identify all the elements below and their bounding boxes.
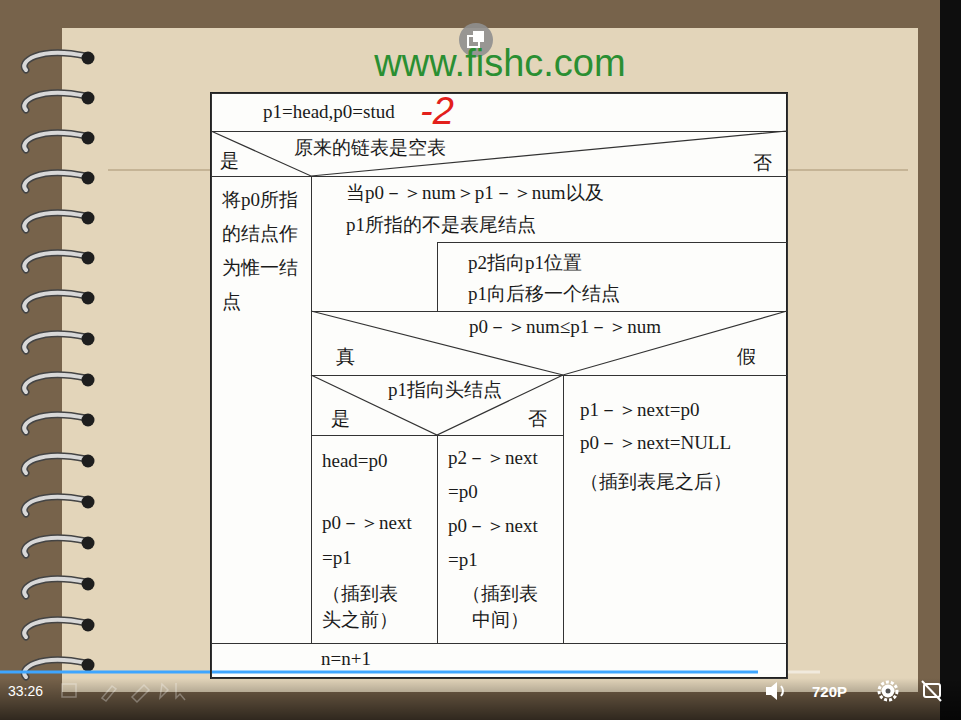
statement-text: n=n+1 (321, 648, 371, 671)
branch-label: 真 (336, 346, 355, 369)
black-edge (940, 0, 961, 720)
branch-label: 是 (331, 408, 350, 431)
statement-text: （插到表尾之后） (580, 471, 732, 494)
decision-box: p0－＞num≤p1－＞num 真 假 (311, 311, 788, 376)
statement-text: p1=head,p0=stud (263, 101, 395, 124)
decision-diagonal (311, 311, 787, 375)
statement-text: head=p0 (322, 450, 388, 473)
site-watermark: www.fishc.com (374, 44, 625, 82)
process-box: p2指向p1位置 p1向后移一个结点 (437, 242, 788, 312)
controls-shade (0, 678, 961, 720)
drawing-tools (62, 683, 185, 702)
volume-icon (766, 682, 783, 700)
handwritten-note: -2 (420, 92, 454, 130)
statement-text: p0－＞next=NULL (580, 432, 731, 455)
statement-text: p1－＞next=p0 (580, 399, 699, 422)
subtitle-off-icon (922, 681, 941, 701)
statement-text: p0－＞next =p1 (322, 505, 422, 575)
statement-text: （插到表中间） (460, 581, 540, 633)
condition-text: p0－＞num≤p1－＞num (469, 316, 661, 339)
branch-label: 是 (220, 150, 239, 173)
chart-ground (211, 93, 787, 678)
time-stamp: 33:26 (8, 684, 43, 698)
process-box: 将p0所指的结点作为惟一结点 (211, 176, 312, 644)
condition-text: p1指向头结点 (388, 379, 502, 402)
process-box: p1=head,p0=stud (211, 93, 788, 132)
progress-buffer (758, 671, 820, 674)
loop-box: 当p0－＞num＞p1－＞num以及 p1所指的不是表尾结点p2指向p1位置 p… (311, 176, 788, 312)
spiral-binding (24, 52, 94, 678)
statement-text: p2－＞next =p0 (448, 441, 548, 509)
process-box: n=n+1 (211, 643, 788, 679)
condition-text: 原来的链表是空表 (294, 137, 446, 160)
statement-text: p0－＞next =p1 (448, 509, 548, 577)
process-box: head=p0 p0－＞next =p1 （插到表头之前） (311, 435, 438, 644)
quality-label: 720P (812, 684, 847, 699)
process-box: p1－＞next=p0 p0－＞next=NULL （插到表尾之后） (563, 375, 788, 644)
settings-icon (879, 682, 897, 700)
statement-text: （插到表头之前） (322, 581, 402, 633)
branch-label: 否 (528, 408, 547, 431)
statement-text: 当p0－＞num＞p1－＞num以及 p1所指的不是表尾结点 (346, 177, 631, 241)
decision-box: 原来的链表是空表是 否 (211, 131, 788, 177)
progress-played (0, 671, 758, 674)
notebook-paper (62, 28, 918, 692)
decision-box: p1指向头结点是 否 (311, 375, 564, 436)
decision-diagonal (211, 131, 787, 176)
process-box: p2－＞next =p0p0－＞next =p1（插到表中间） (437, 435, 564, 644)
branch-label: 假 (737, 346, 756, 369)
branch-label: 否 (753, 152, 772, 175)
decision-diagonal (311, 375, 563, 435)
statement-text: p2指向p1位置 p1向后移一个结点 (468, 247, 633, 309)
statement-text: 将p0所指的结点作为惟一结点 (222, 183, 304, 319)
